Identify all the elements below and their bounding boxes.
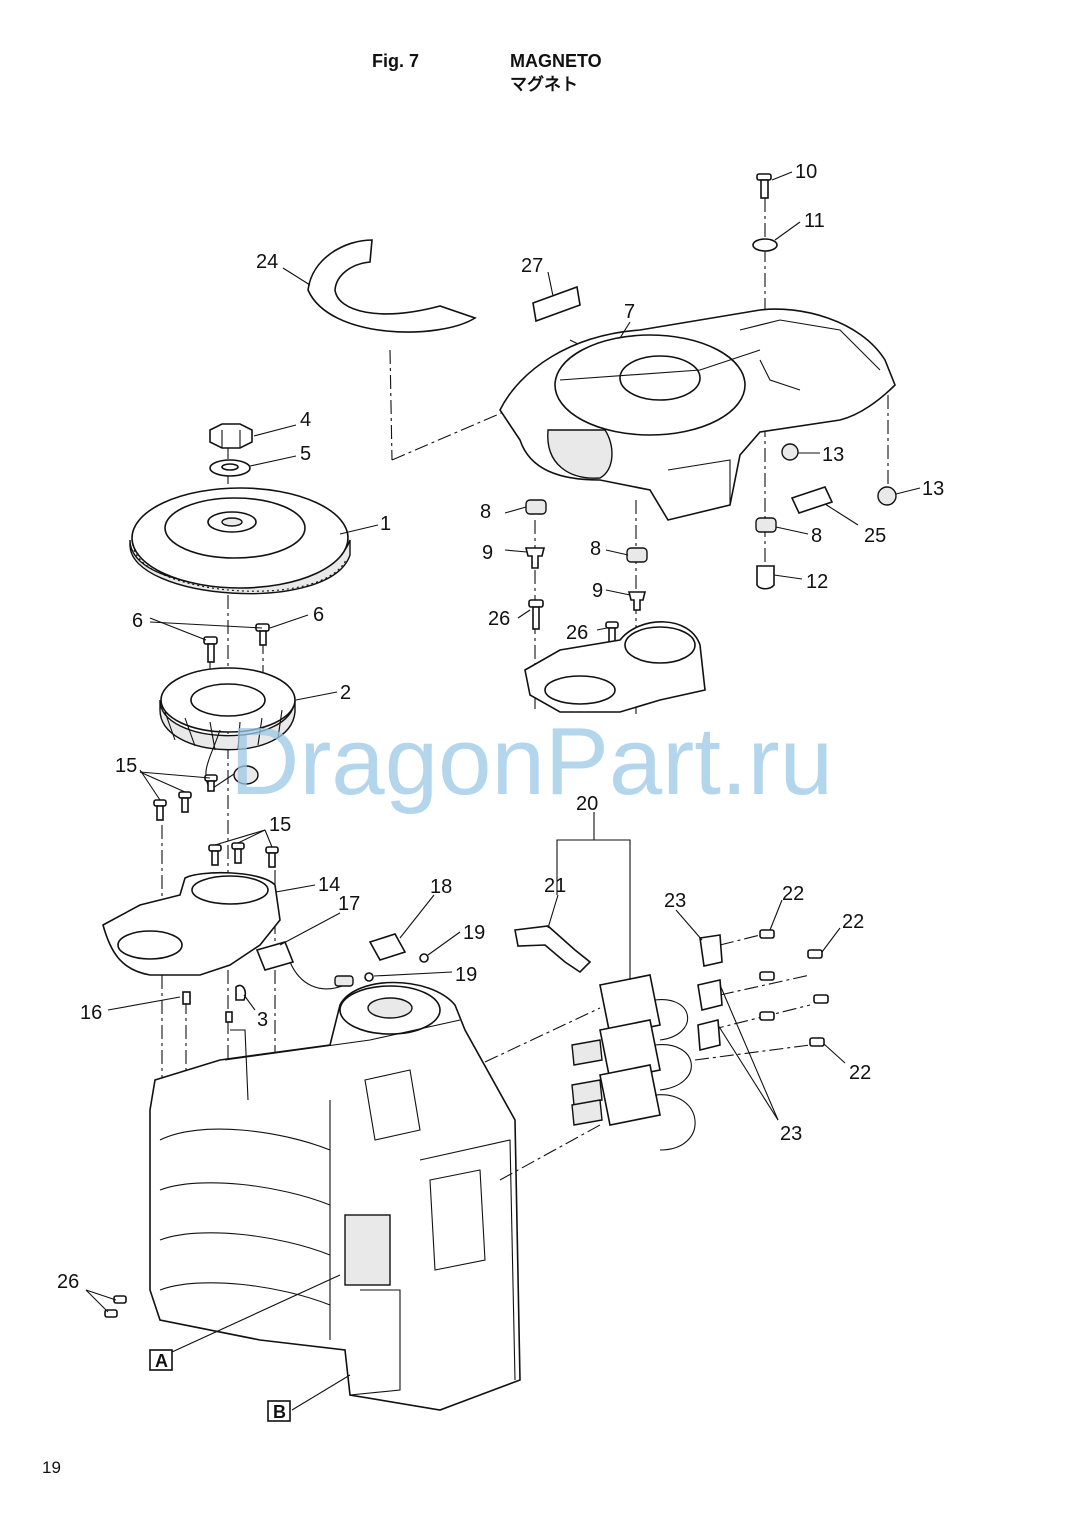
callout-3: 3 [257, 1009, 268, 1031]
callout-16: 16 [80, 1002, 102, 1024]
callout-19-a: 19 [463, 922, 485, 944]
bolt-part-26-c [104, 1295, 127, 1318]
callout-14: 14 [318, 874, 340, 896]
collar-part-9-a [524, 547, 546, 569]
bolt-part-26-a [528, 599, 544, 630]
callout-24: 24 [256, 251, 278, 273]
clamp-part-18 [368, 933, 407, 961]
collar-part-9-b [627, 591, 647, 611]
callout-11: 11 [804, 210, 825, 232]
callout-13-a: 13 [822, 444, 844, 466]
stator-bracket-part-14 [102, 871, 281, 976]
callout-27: 27 [521, 255, 543, 277]
ref-box-a: A [149, 1349, 173, 1371]
callout-26-c: 26 [57, 1271, 79, 1293]
mount-part-8-c [755, 517, 777, 533]
callout-22-c: 22 [849, 1062, 871, 1084]
figure-number: Fig. 7 [372, 51, 420, 71]
mount-part-8-b [626, 547, 648, 563]
callout-1: 1 [380, 513, 391, 535]
callout-20: 20 [576, 793, 598, 815]
callout-26-a: 26 [488, 608, 510, 630]
bracket-part-23-b [697, 979, 723, 1011]
callout-8-c: 8 [590, 538, 601, 560]
callout-10: 10 [795, 161, 817, 183]
ref-box-a-label: A [155, 1351, 168, 1371]
engine-block [149, 981, 521, 1411]
bracket-part-23-a [699, 934, 723, 967]
callout-13-b: 13 [922, 478, 944, 500]
callout-9-a: 9 [482, 542, 493, 564]
callout-23-a: 23 [664, 890, 686, 912]
hose-part-21 [514, 925, 592, 974]
mount-part-8-a [525, 499, 547, 515]
callout-2: 2 [340, 682, 351, 704]
callout-15-b: 15 [269, 814, 291, 836]
bolt-part-6-b [255, 623, 270, 646]
callout-19-b: 19 [455, 964, 477, 986]
figure-subtitle: マグネト [510, 75, 578, 95]
callout-8-b: 8 [811, 525, 822, 547]
ref-box-b-label: B [273, 1402, 286, 1422]
callout-15-a: 15 [115, 755, 137, 777]
leader-lines [85, 171, 921, 1411]
nut-part-4 [209, 423, 253, 449]
callout-12: 12 [806, 571, 828, 593]
callout-22-b: 22 [842, 911, 864, 933]
grommet-part-13-b [877, 486, 897, 506]
flywheel-part-1 [129, 487, 351, 595]
washer-part-5 [209, 459, 251, 477]
bolt-part-6-a [203, 636, 218, 663]
callout-8-a: 8 [480, 501, 491, 523]
callout-26-b: 26 [566, 622, 588, 644]
callout-9-b: 9 [592, 580, 603, 602]
callout-6-b: 6 [313, 604, 324, 626]
screw-part-15-a [153, 799, 167, 821]
key-part-3 [235, 984, 247, 1001]
flywheel-cover-part-7 [499, 308, 896, 521]
callout-numbers: 10 11 24 27 7 4 5 13 13 8 1 25 8 8 9 12 … [57, 161, 944, 1293]
grommet-part-13-a [781, 443, 799, 461]
pulser-coil-part-17 [255, 941, 354, 990]
callout-23-b: 23 [780, 1123, 802, 1145]
shim-plate-part-24 [307, 239, 477, 333]
callout-6-a: 6 [132, 610, 143, 632]
callout-22-a: 22 [782, 883, 804, 905]
page-number: 19 [42, 1458, 61, 1477]
label-part-27 [532, 285, 581, 323]
pin-part-16 [182, 991, 191, 1005]
bolt-part-10 [756, 173, 772, 199]
screw-part-15-c [204, 774, 218, 792]
figure-title: MAGNETO [510, 51, 602, 71]
upper-bracket [524, 621, 706, 713]
callout-7: 7 [624, 301, 635, 323]
callout-5: 5 [300, 443, 311, 465]
callout-25: 25 [864, 525, 886, 547]
callout-21: 21 [544, 875, 566, 897]
screw-part-15-b [178, 791, 192, 813]
watermark: DragonPart.ru [230, 708, 833, 815]
ignition-coil-assembly-part-20 [571, 974, 696, 1151]
screw-part-19 [364, 953, 429, 982]
washer-part-11 [752, 238, 778, 252]
label-part-25 [790, 486, 834, 514]
ref-box-b: B [267, 1400, 291, 1422]
callout-18: 18 [430, 876, 452, 898]
callout-4: 4 [300, 409, 311, 431]
pin-near-3 [225, 1011, 233, 1023]
callout-17: 17 [338, 893, 360, 915]
bracket-part-23-c [697, 1018, 721, 1052]
screw-part-15-d [208, 842, 279, 868]
bolt-part-22 [759, 929, 829, 1047]
spacer-part-12 [756, 565, 775, 590]
